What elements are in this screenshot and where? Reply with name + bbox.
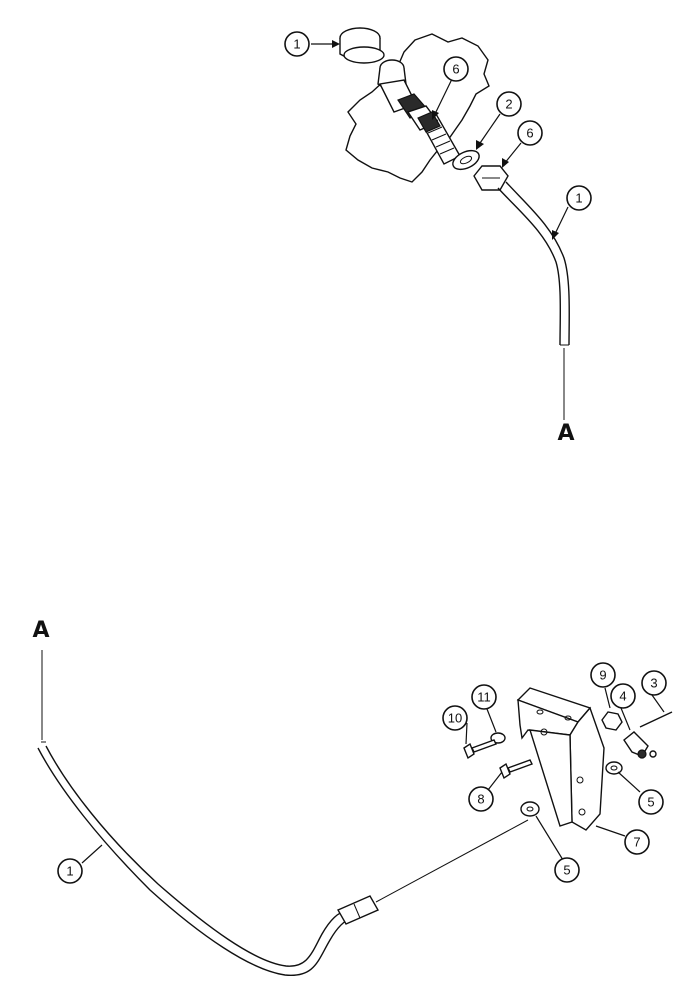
callout-7-bracket: 7 [624, 829, 650, 855]
leader-lines [81, 40, 665, 864]
callout-1-cable-lower: 1 [57, 858, 83, 884]
svg-text:5: 5 [647, 795, 654, 810]
callout-3-cotter-pin: 3 [641, 670, 667, 696]
svg-text:1: 1 [293, 37, 300, 52]
svg-text:1: 1 [66, 864, 73, 879]
svg-text:5: 5 [563, 863, 570, 878]
callout-5-washer-right: 5 [638, 789, 664, 815]
callout-10-bolt: 10 [442, 705, 468, 731]
svg-text:10: 10 [448, 711, 462, 726]
hardware [463, 711, 673, 817]
continuation-marker-a-bottom: A [32, 618, 49, 643]
callout-2-washer: 2 [496, 91, 522, 117]
callout-8-bolt: 8 [468, 786, 494, 812]
callout-6-nut-top: 6 [443, 56, 469, 82]
mounting-bracket [516, 687, 605, 831]
washer-top [452, 149, 480, 171]
svg-text:6: 6 [526, 126, 533, 141]
callout-1-cap: 1 [284, 31, 310, 57]
callout-6-nut-mid: 6 [517, 120, 543, 146]
svg-text:9: 9 [599, 668, 606, 683]
callout-9-nut: 9 [590, 662, 616, 688]
svg-text:8: 8 [477, 792, 484, 807]
nut-mid [473, 165, 509, 191]
callout-11-lock-washer: 11 [471, 684, 497, 710]
control-head [377, 59, 461, 165]
svg-text:11: 11 [477, 690, 491, 705]
svg-text:6: 6 [452, 62, 459, 77]
svg-text:2: 2 [505, 97, 512, 112]
svg-text:7: 7 [633, 835, 640, 850]
callout-5-washer-bottom: 5 [554, 857, 580, 883]
cable-upper [497, 187, 562, 346]
svg-text:3: 3 [650, 676, 657, 691]
knob-cap [339, 27, 385, 64]
callout-4-swivel: 4 [610, 683, 636, 709]
svg-text:1: 1 [575, 191, 582, 206]
cable-lower [37, 747, 353, 976]
continuation-marker-a-top: A [557, 421, 574, 446]
cable-ferrule [337, 819, 529, 925]
callout-1-cable-upper: 1 [566, 185, 592, 211]
svg-text:4: 4 [619, 689, 626, 704]
